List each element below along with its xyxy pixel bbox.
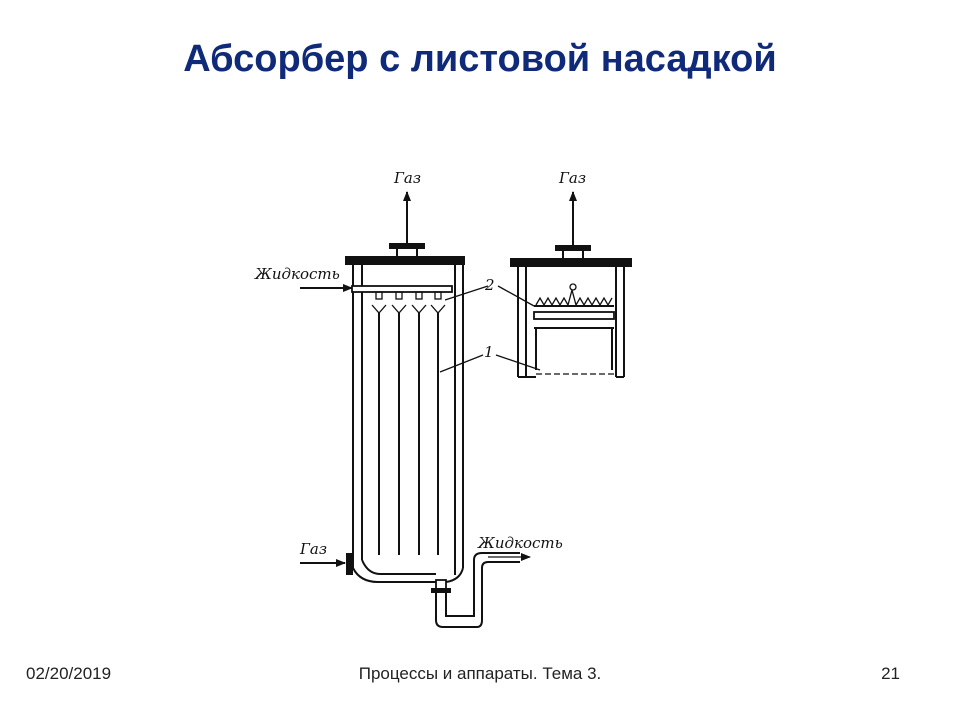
page-title: Абсорбер с листовой насадкой	[183, 38, 777, 80]
leader-lines	[439, 285, 489, 373]
detail-shell	[517, 267, 625, 378]
gas-outlet-label-main: Газ	[393, 169, 421, 187]
liquid-inlet-pipe	[300, 284, 453, 293]
detail-leader-lines	[495, 285, 541, 371]
page-number: 21	[881, 664, 900, 683]
column-top-flange	[345, 256, 465, 265]
part-2-label: 2	[484, 276, 495, 294]
detail-packing-frame	[534, 327, 614, 370]
gas-outlet-label-detail: Газ	[558, 169, 586, 187]
liquid-outlet-seal	[431, 552, 531, 628]
gas-inlet-label: Газ	[299, 540, 327, 558]
gas-inlet-nozzle	[300, 553, 353, 575]
footer-course: Процессы и аппараты. Тема 3.	[358, 664, 602, 683]
sheet-packing	[378, 313, 439, 555]
detail-top-flange	[510, 258, 632, 267]
part-1-label: 1	[484, 343, 494, 361]
column-shell	[352, 265, 464, 583]
liquid-inlet-label: Жидкость	[254, 265, 340, 283]
gas-outlet-nozzle-detail	[555, 191, 591, 260]
detail-distributor	[533, 283, 615, 320]
liquid-outlet-label: Жидкость	[477, 534, 563, 552]
gas-outlet-nozzle-main	[389, 191, 425, 258]
distributor-nozzles	[371, 291, 446, 314]
footer-date: 02/20/2019	[26, 664, 112, 683]
